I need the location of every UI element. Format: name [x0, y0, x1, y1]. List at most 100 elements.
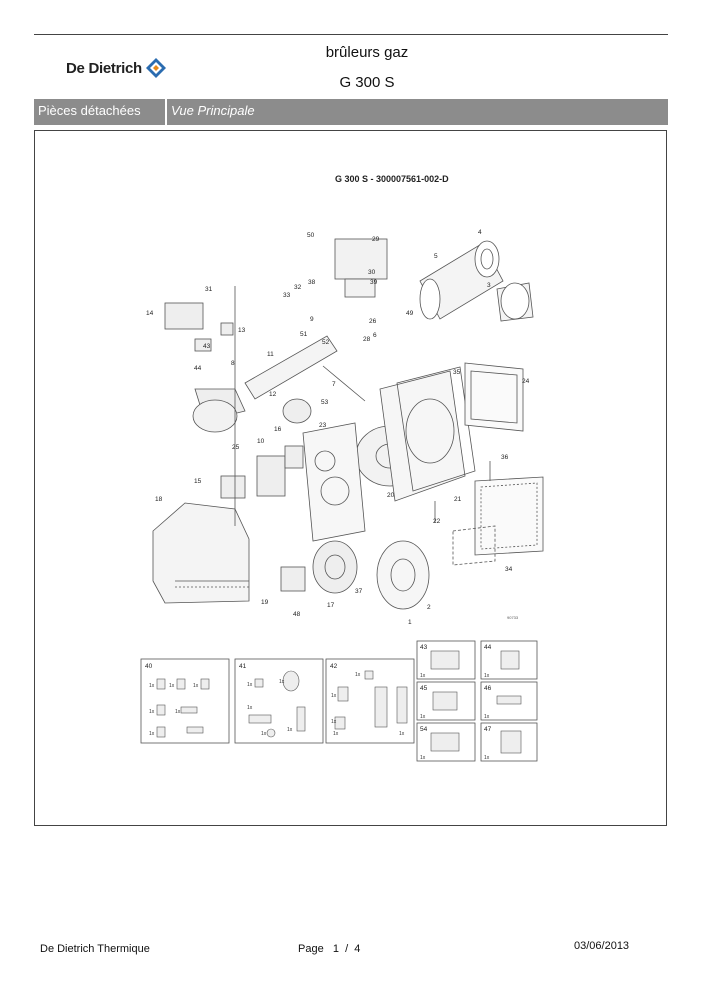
part-label: 53 — [321, 399, 329, 406]
part-label: 7 — [332, 381, 336, 388]
part-label: 18 — [155, 496, 163, 503]
part-label: 52 — [322, 339, 330, 346]
box-qty: 1x — [484, 673, 490, 679]
part-label: 43 — [203, 343, 211, 350]
kit-qty: 1x — [247, 705, 253, 711]
box-number: 54 — [420, 726, 428, 733]
blast-tube-shape — [244, 335, 338, 400]
brand-logo: De Dietrich — [66, 57, 167, 79]
part-label: 25 — [232, 444, 240, 451]
housing-shape — [379, 370, 466, 502]
diagram-frame: G 300 S - 300007561-002-D — [34, 130, 667, 826]
part-label: 33 — [283, 292, 291, 299]
kit-qty: 1x — [169, 683, 175, 689]
part-label: 1 — [408, 619, 412, 626]
box-qty: 1x — [484, 755, 490, 761]
page-indicator: Page 1 / 4 — [298, 943, 361, 955]
gas-valve-shape — [334, 238, 388, 280]
kit-box-42: 42 1x 1x 1x 1x 1x — [325, 658, 415, 744]
box-qty: 1x — [484, 714, 490, 720]
footer-date: 03/06/2013 — [574, 940, 630, 952]
kit-qty: 1x — [279, 679, 285, 685]
part-label: 20 — [387, 492, 395, 499]
kit-qty: 1x — [149, 709, 155, 715]
part-label: 36 — [501, 454, 509, 461]
footer-company: De Dietrich Thermique — [40, 943, 150, 955]
kit-qty: 1x — [333, 731, 339, 737]
kit-qty: 1x — [149, 731, 155, 737]
product-model: G 300 S — [339, 74, 395, 91]
part-label: 50 — [307, 232, 315, 239]
section-separator — [165, 99, 167, 125]
part-label: 26 — [369, 318, 377, 325]
box-qty: 1x — [420, 673, 426, 679]
kit-qty: 1x — [355, 672, 361, 678]
kit-qty: 1x — [287, 727, 293, 733]
part-label: 13 — [238, 327, 246, 334]
kit-number: 40 — [145, 663, 153, 670]
part-label: 37 — [355, 588, 363, 595]
section-label: Pièces détachées — [38, 103, 141, 118]
flange-shape — [376, 540, 430, 610]
kit-number: 42 — [330, 663, 338, 670]
part-label: 31 — [205, 286, 213, 293]
section-bar: Pièces détachées Vue Principale — [34, 99, 668, 125]
brand-name: De Dietrich — [66, 59, 142, 77]
kit-qty: 1x — [399, 731, 405, 737]
part-label: 44 — [194, 365, 202, 372]
document-title: brûleurs gaz — [325, 44, 409, 61]
kit-qty: 1x — [193, 683, 199, 689]
part-label: 38 — [308, 279, 316, 286]
kit-qty: 1x — [261, 731, 267, 737]
part-label: 2 — [427, 604, 431, 611]
part-label: 28 — [363, 336, 371, 343]
part-label: 34 — [505, 566, 513, 573]
part-label: 21 — [454, 496, 462, 503]
header-rule — [34, 34, 668, 35]
part-label: 9 — [310, 316, 314, 323]
kit-qty: 1x — [247, 682, 253, 688]
part-label: 10 — [257, 438, 265, 445]
kit-box-40: 40 1x 1x 1x 1x 1x 1x — [140, 658, 230, 744]
part-label: 49 — [406, 310, 414, 317]
part-label: 5 — [434, 253, 438, 260]
diagram-title: G 300 S - 300007561-002-D — [335, 174, 449, 184]
box-number: 44 — [484, 644, 492, 651]
part-label: 17 — [327, 602, 335, 609]
part-label: 32 — [294, 284, 302, 291]
part-number-labels: 50 2 9 4 5 3 38 30 39 32 33 31 14 13 43 9… — [146, 229, 530, 626]
part-label: 15 — [194, 478, 202, 485]
part-label: 39 — [370, 279, 378, 286]
drawing-code: 90733 — [507, 615, 519, 620]
burner-hood-shape — [152, 502, 250, 604]
kit-qty: 1x — [331, 719, 337, 725]
part-label: 51 — [300, 331, 308, 338]
part-label: 35 — [453, 369, 461, 376]
box-number: 47 — [484, 726, 492, 733]
kit-box-41: 41 1x 1x 1x 1x 1x — [234, 658, 324, 744]
kit-qty: 1x — [331, 693, 337, 699]
diamond-logo-icon — [145, 58, 166, 78]
small-part-boxes — [416, 640, 538, 762]
part-label: 12 — [269, 391, 277, 398]
box-qty: 1x — [420, 755, 426, 761]
kit-qty: 1x — [175, 709, 181, 715]
part-label: 19 — [261, 599, 269, 606]
part-label: 24 — [522, 378, 530, 385]
kit-number: 41 — [239, 663, 247, 670]
part-label: 22 — [433, 518, 441, 525]
part-label: 14 — [146, 310, 154, 317]
view-label: Vue Principale — [171, 103, 255, 118]
part-label: 16 — [274, 426, 282, 433]
part-label: 23 — [319, 422, 327, 429]
part-label: 48 — [293, 611, 301, 618]
part-label: 8 — [231, 360, 235, 367]
part-label: 6 — [373, 332, 377, 339]
box-number: 45 — [420, 685, 428, 692]
part-label: 4 — [478, 229, 482, 236]
part-label: 11 — [267, 351, 274, 358]
part-label: 3 — [487, 282, 491, 289]
part-label: 30 — [368, 269, 376, 276]
box-number: 46 — [484, 685, 492, 692]
box-number: 43 — [420, 644, 428, 651]
